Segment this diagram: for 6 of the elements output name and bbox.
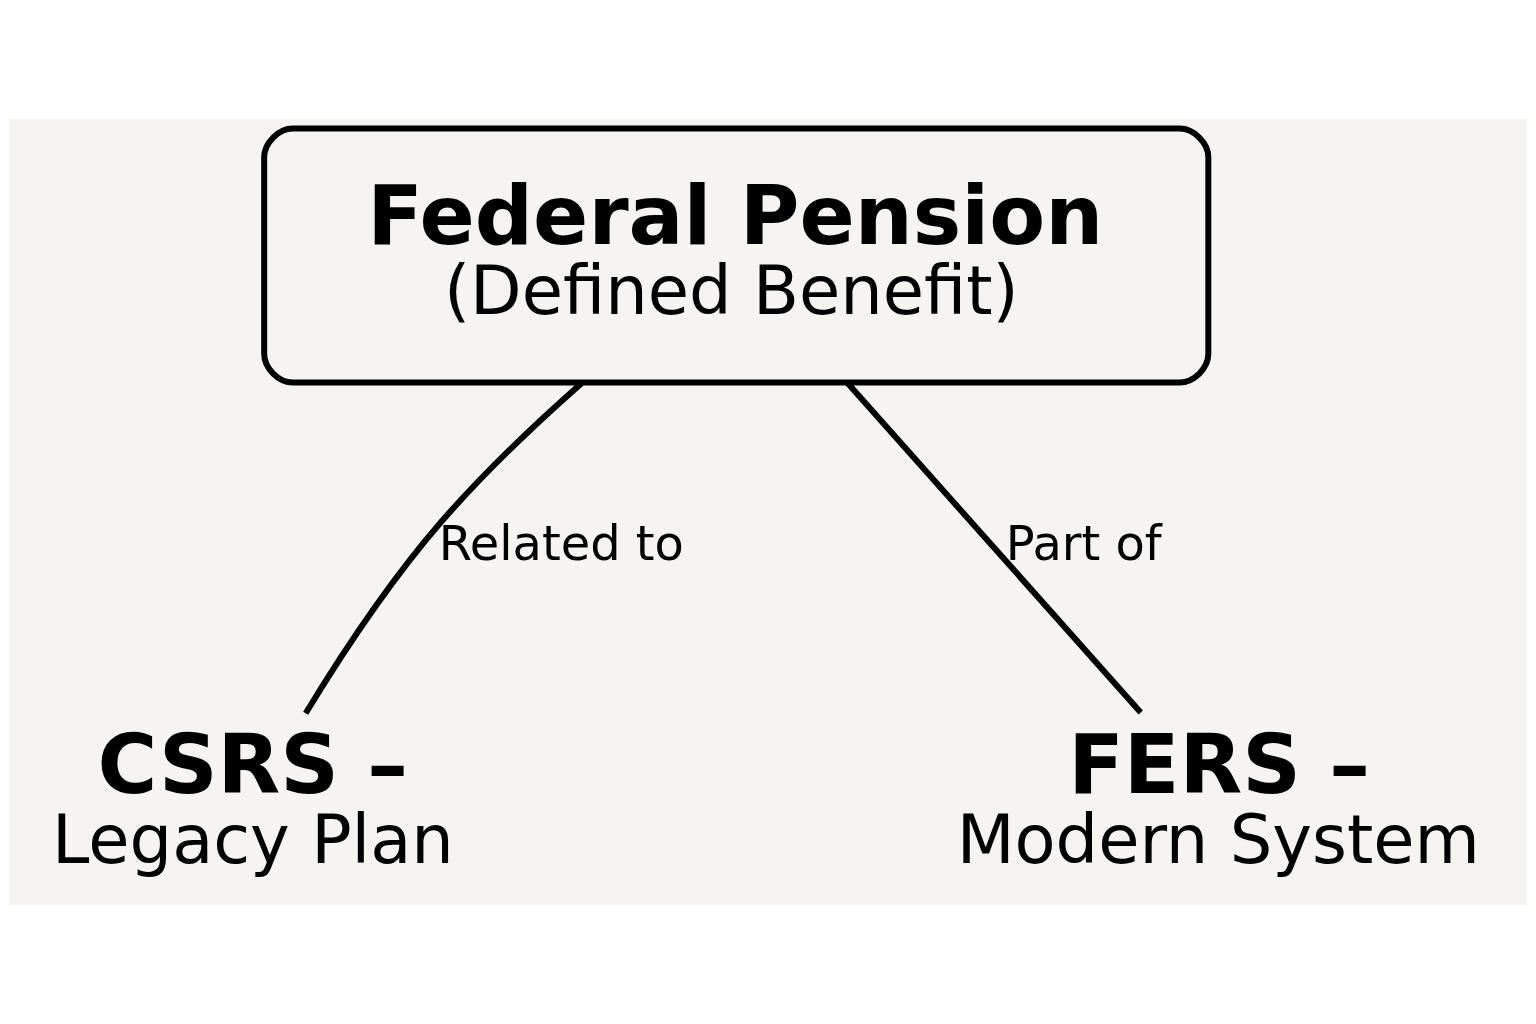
edge-label: Part of	[1005, 515, 1162, 571]
node-text: CSRS – Legacy Plan	[52, 716, 454, 879]
node-text: FERS – Modern System	[956, 716, 1480, 879]
connector	[845, 380, 1143, 715]
node-box: Federal Pension (Defined Benefit)	[261, 125, 1212, 386]
edge-label: Related to	[438, 515, 684, 571]
